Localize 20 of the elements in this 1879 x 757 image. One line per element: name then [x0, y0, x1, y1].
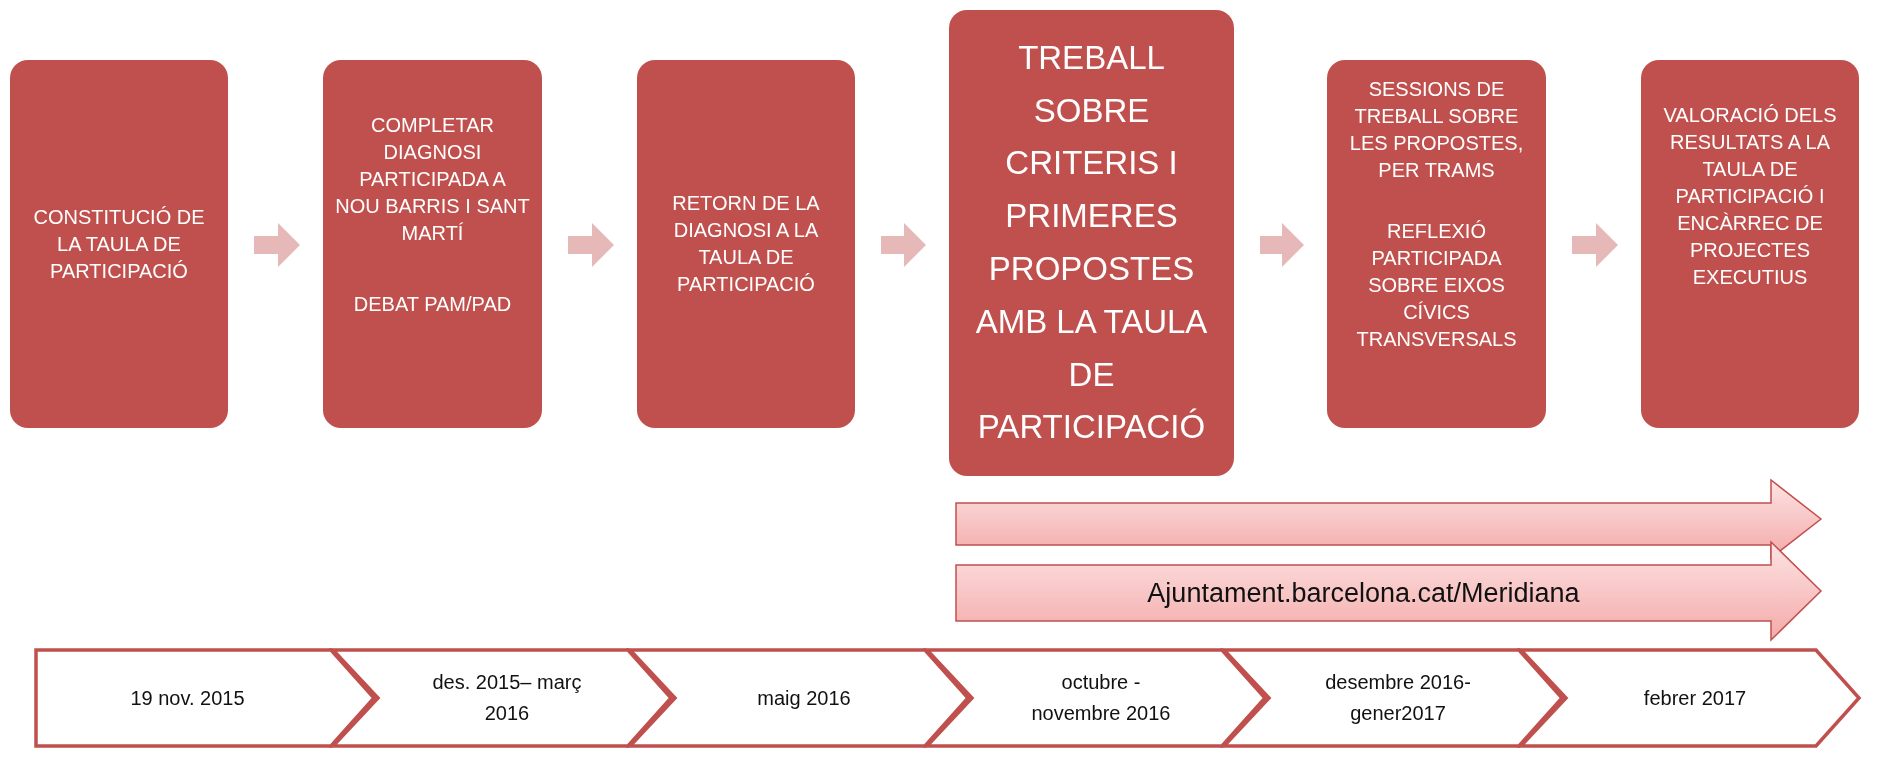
process-box — [1327, 60, 1546, 428]
process-box — [323, 60, 542, 428]
step-text: RETORN DE LA DIAGNOSI A LA TAULA DE PARTICIPACIÓ — [671, 191, 821, 297]
process-box — [1641, 60, 1859, 428]
step-text: TREBALL SOBRE CRITERIS I PRIMERES PROPOSTES AMB LA TAULA DE PARTICIPACIÓ — [974, 37, 1209, 448]
arrow-text: Ajuntament.barcelona.cat/Meridiana — [1147, 577, 1580, 609]
step-text: VALORACIÓ DELS RESULTATS A LA TAULA DE PARTICIPACIÓ I ENCÀRREC DE PROJECTES EXECUTIUS — [1662, 103, 1838, 290]
step-text: CONSTITUCIÓ DE LA TAULA DE PARTICIPACIÓ — [32, 204, 206, 284]
step-text: REFLEXIÓ PARTICIPADA SOBRE EIXOS CÍVICS TRANSVERSALS — [1355, 219, 1518, 352]
process-box — [949, 10, 1234, 476]
step-text: SESSIONS DE TREBALL SOBRE LES PROPOSTES, PER TRAMS — [1348, 77, 1525, 183]
timeline-segment — [1519, 648, 1861, 748]
process-box — [637, 60, 855, 428]
date-text: 19 nov. 2015 — [130, 685, 245, 711]
step-text: DEBAT PAM/PAD — [353, 292, 512, 317]
arrow-banner — [956, 541, 1822, 641]
timeline-segment — [34, 648, 376, 748]
process-box — [10, 60, 228, 428]
step-text: COMPLETAR DIAGNOSI PARTICIPADA A NOU BARRIS I SANT MARTÍ — [335, 113, 530, 246]
date-text: febrer 2017 — [1643, 685, 1747, 711]
